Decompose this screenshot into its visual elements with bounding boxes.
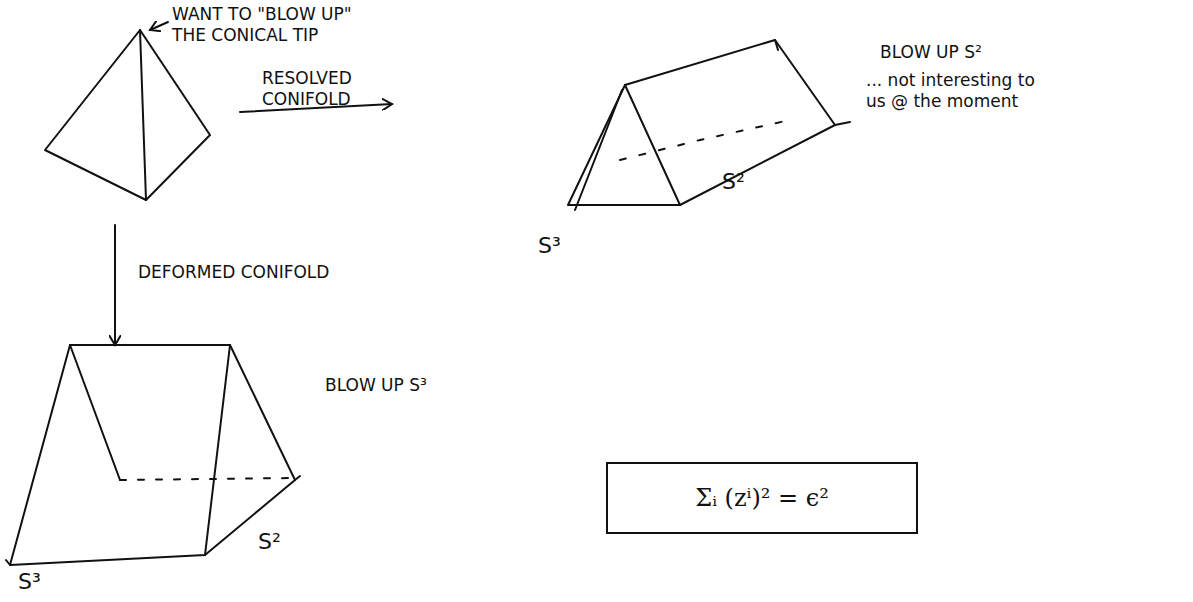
equation-box: Σᵢ (zⁱ)² = ϵ² [606, 462, 918, 534]
annotation-note: BLOW UP S² [880, 42, 982, 63]
sphere-label: S² [722, 168, 745, 196]
sphere-label: S² [258, 528, 281, 556]
sphere-label: S³ [18, 568, 41, 596]
sphere-label: S³ [538, 232, 561, 260]
annotation-note: WANT TO "BLOW UP" THE CONICAL TIP [172, 4, 362, 47]
equation-text: Σᵢ (zⁱ)² = ϵ² [695, 484, 829, 512]
arrow-label: DEFORMED CONIFOLD [138, 262, 329, 283]
arrow-label: RESOLVED CONIFOLD [262, 68, 372, 111]
annotation-note: BLOW UP S³ [325, 375, 427, 396]
annotation-note: ... not interesting to us @ the moment [866, 70, 1046, 113]
